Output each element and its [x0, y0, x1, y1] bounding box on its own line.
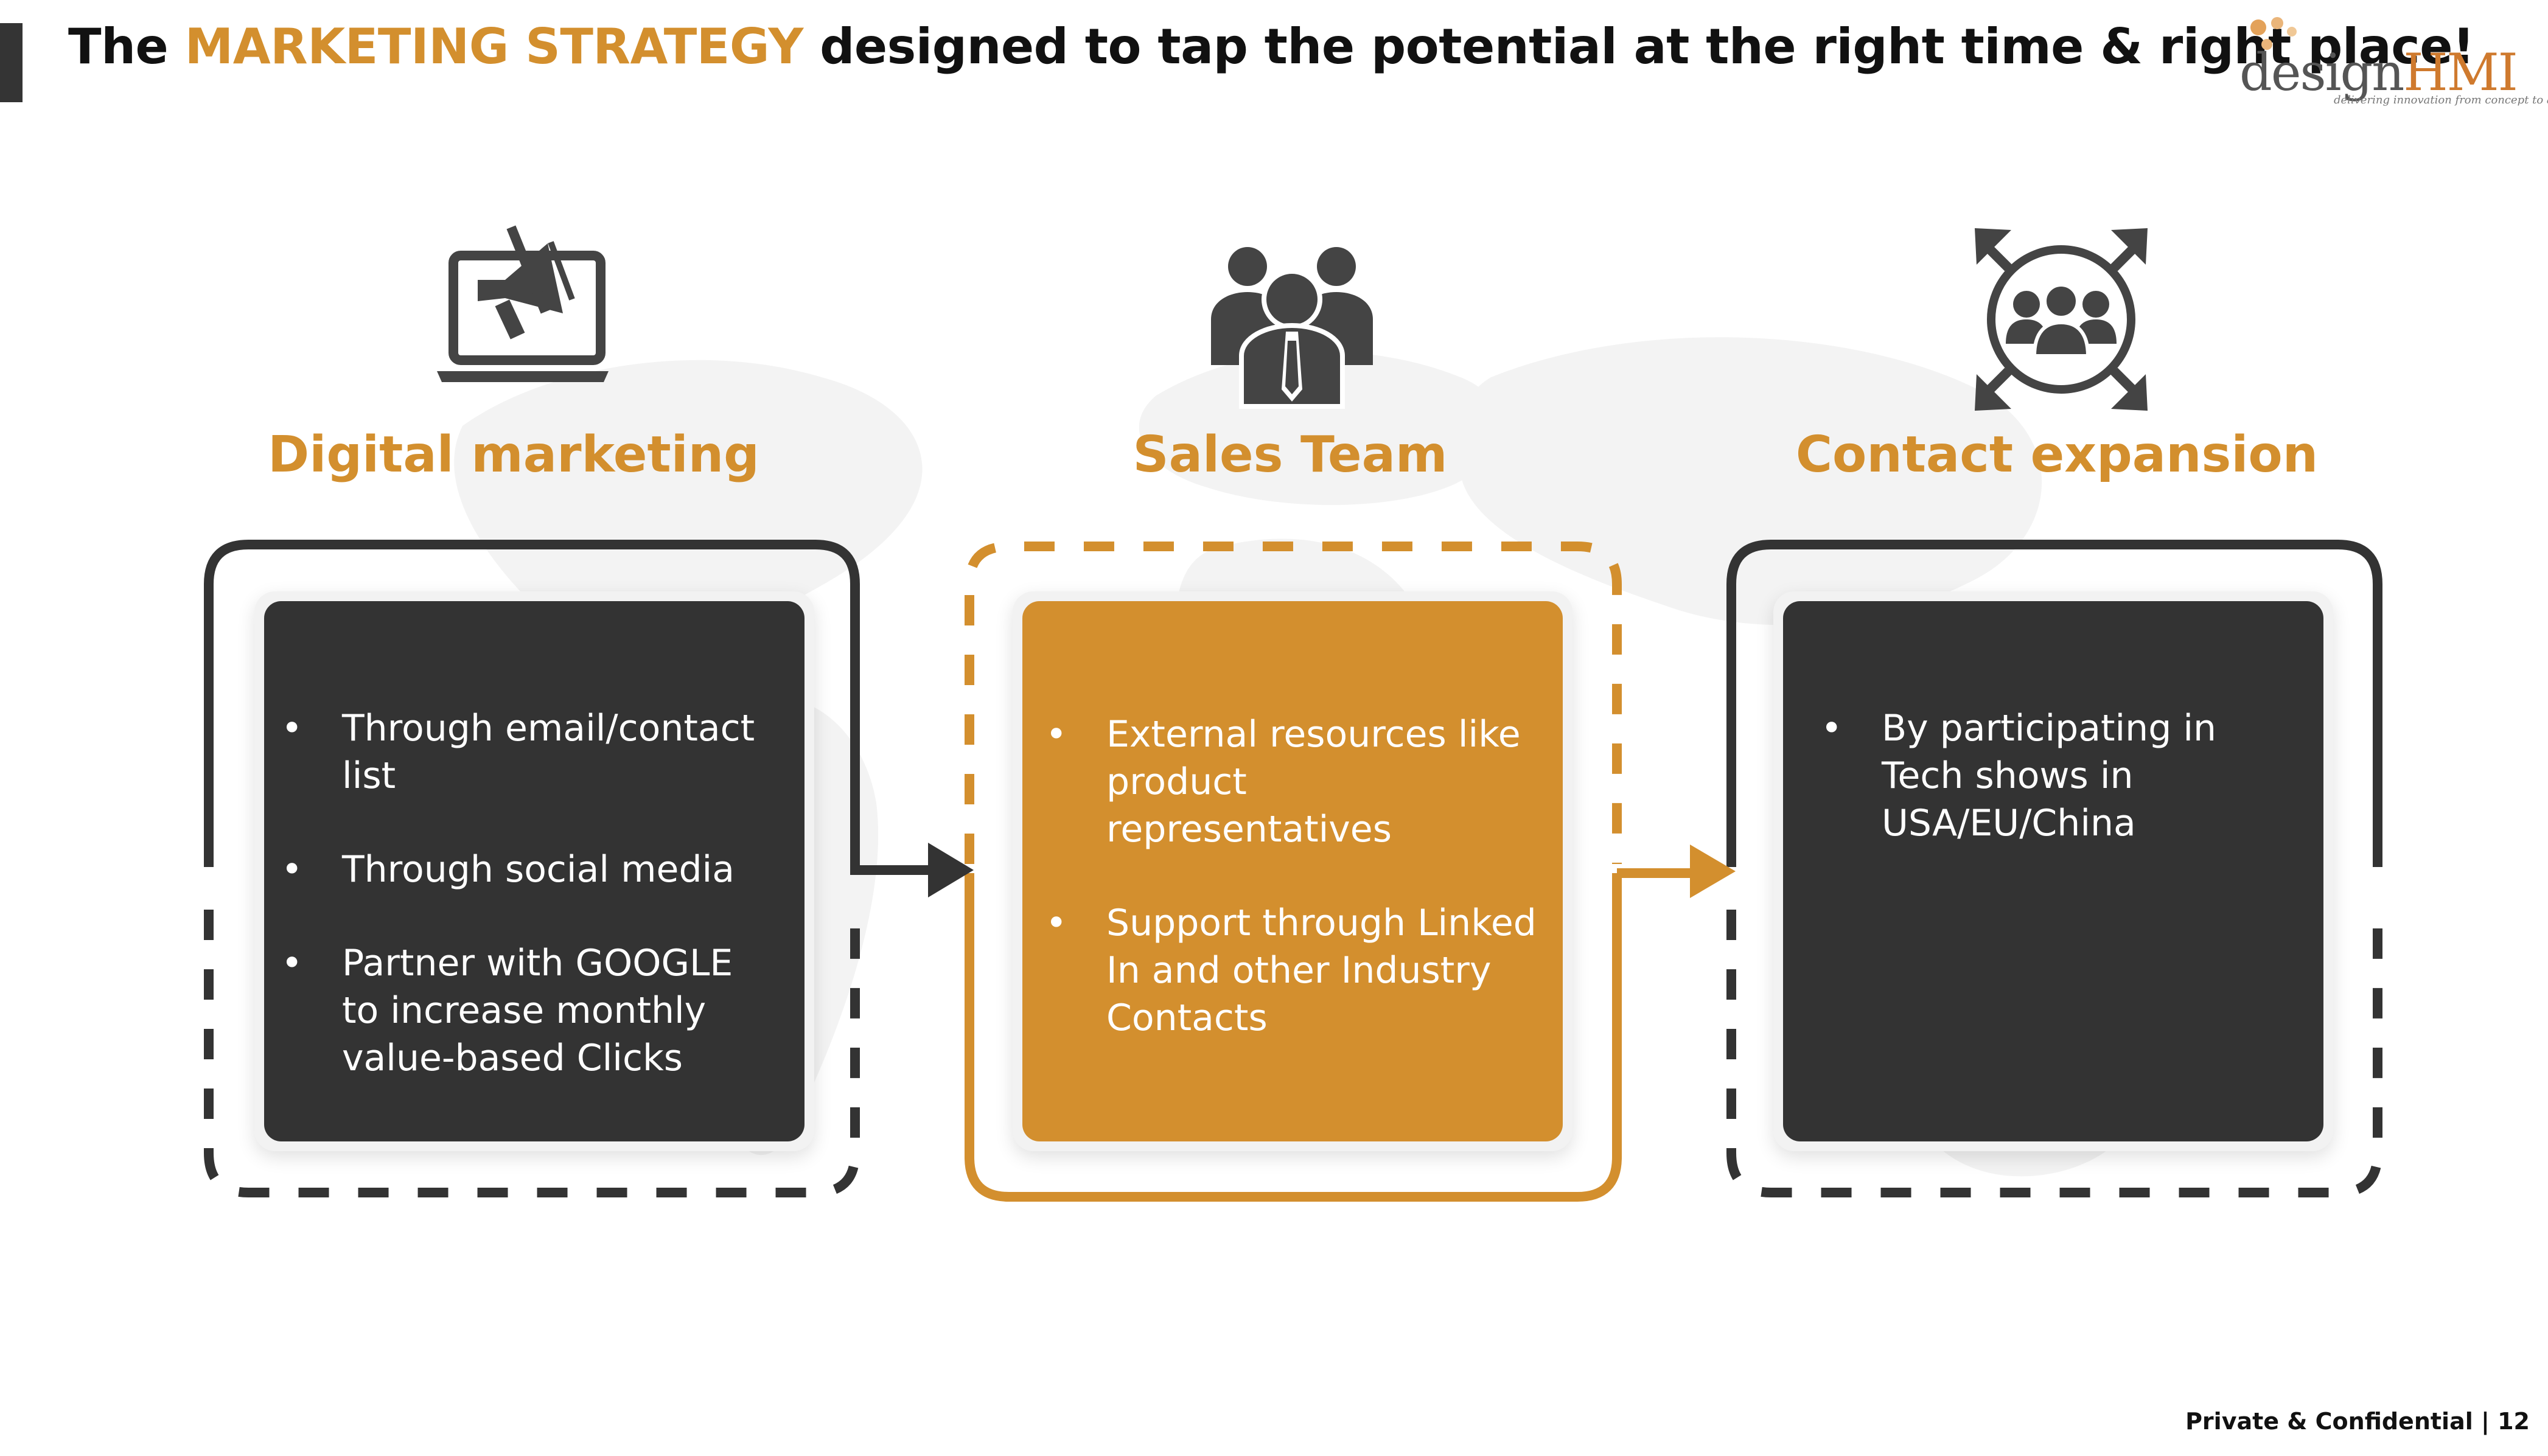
- list-item: Partner with GOOGLE to increase monthly …: [281, 939, 780, 1082]
- sales-team-icon: [1211, 247, 1373, 409]
- connector-arrow-2: [1617, 845, 1736, 898]
- list-item: By participating in Tech shows in USA/EU…: [1821, 705, 2302, 847]
- bullet-list: Through email/contact list Through socia…: [281, 705, 780, 1128]
- laptop-megaphone-icon: [437, 225, 609, 382]
- bullet-list: By participating in Tech shows in USA/EU…: [1821, 705, 2302, 893]
- list-item: External resources like product represen…: [1045, 711, 1538, 853]
- title-suffix: designed to tap the potential at the rig…: [820, 18, 2474, 75]
- page-title: The MARKETING STRATEGY designed to tap t…: [68, 18, 2474, 75]
- logo-tagline: delivering innovation from concept to ap…: [2334, 94, 2548, 106]
- footer-separator: |: [2480, 1408, 2490, 1435]
- company-logo: designHMI delivering innovation from con…: [2227, 13, 2548, 106]
- title-prefix: The: [68, 18, 169, 75]
- heading-contact-expansion: Contact expansion: [1795, 426, 2319, 484]
- connector-arrow-1: [850, 843, 974, 897]
- logo-dot: [2261, 39, 2272, 50]
- card-digital-marketing: Through email/contact list Through socia…: [264, 601, 805, 1141]
- logo-wordmark: designHMI: [2239, 43, 2518, 102]
- card-sales-team: External resources like product represen…: [1022, 601, 1563, 1141]
- card-contact-expansion: By participating in Tech shows in USA/EU…: [1783, 601, 2323, 1141]
- frame-digital-marketing: [204, 540, 860, 1197]
- title-highlight: MARKETING STRATEGY: [184, 18, 804, 75]
- heading-sales-team: Sales Team: [1133, 426, 1448, 484]
- bullet-list: External resources like product represen…: [1045, 711, 1538, 1088]
- title-accent-bar: [0, 23, 23, 102]
- contact-expansion-icon: [1975, 228, 2148, 411]
- frame-sales-team: [965, 542, 1622, 1202]
- logo-dot: [2287, 27, 2297, 37]
- list-item: Through email/contact list: [281, 705, 780, 799]
- footer: Private & Confidential | 12: [2185, 1408, 2530, 1435]
- list-item: Through social media: [281, 846, 780, 893]
- footer-label: Private & Confidential: [2185, 1408, 2473, 1435]
- logo-dot: [2250, 19, 2266, 35]
- logo-dot: [2271, 17, 2283, 29]
- list-item: Support through Linked In and other Indu…: [1045, 899, 1538, 1042]
- page-number: 12: [2497, 1408, 2530, 1435]
- heading-digital-marketing: Digital marketing: [268, 426, 759, 484]
- frame-contact-expansion: [1726, 540, 2382, 1197]
